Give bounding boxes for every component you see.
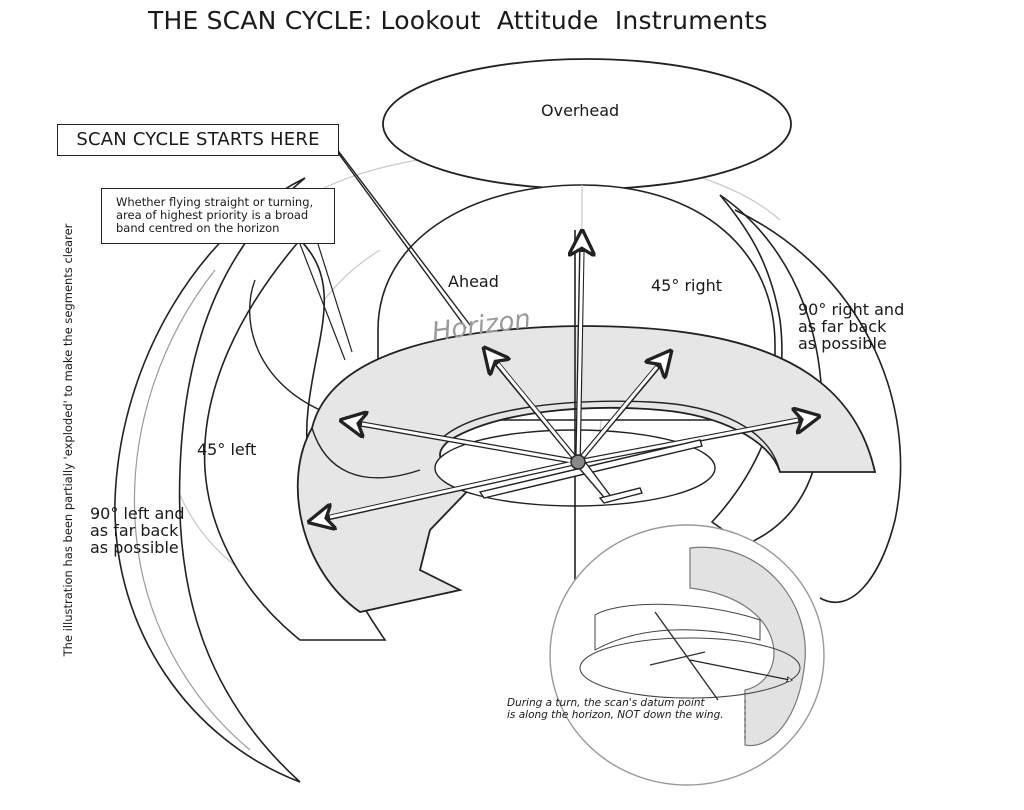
turn-inset [549, 524, 825, 786]
segment-90-left [114, 177, 306, 783]
label-ahead: Ahead [448, 272, 499, 291]
priority-callout: Whether flying straight or turning, area… [101, 188, 335, 244]
glider-illustration [478, 439, 703, 504]
label-45-left: 45° left [197, 440, 257, 459]
segment-45-left [203, 238, 387, 641]
page-title: THE SCAN CYCLE: Lookout Attitude Instrum… [148, 6, 768, 35]
label-90-right: 90° right and as far back as possible [798, 300, 905, 353]
priority-leader [299, 243, 353, 361]
label-45-right: 45° right [651, 276, 723, 295]
exploded-view-note-text: The illustration has been partially 'exp… [61, 223, 75, 657]
overhead-cap [382, 58, 792, 190]
label-90-left: 90° left and as far back as possible [90, 504, 185, 557]
scan-start-callout: SCAN CYCLE STARTS HERE [57, 124, 339, 156]
exploded-view-note: The illustration has been partially 'exp… [61, 210, 75, 670]
label-overhead: Overhead [541, 101, 620, 120]
horizon-band [296, 325, 877, 613]
turn-note: During a turn, the scan's datum point is… [507, 697, 724, 721]
start-leader [329, 139, 471, 329]
segment-90-left-inner [133, 269, 251, 751]
